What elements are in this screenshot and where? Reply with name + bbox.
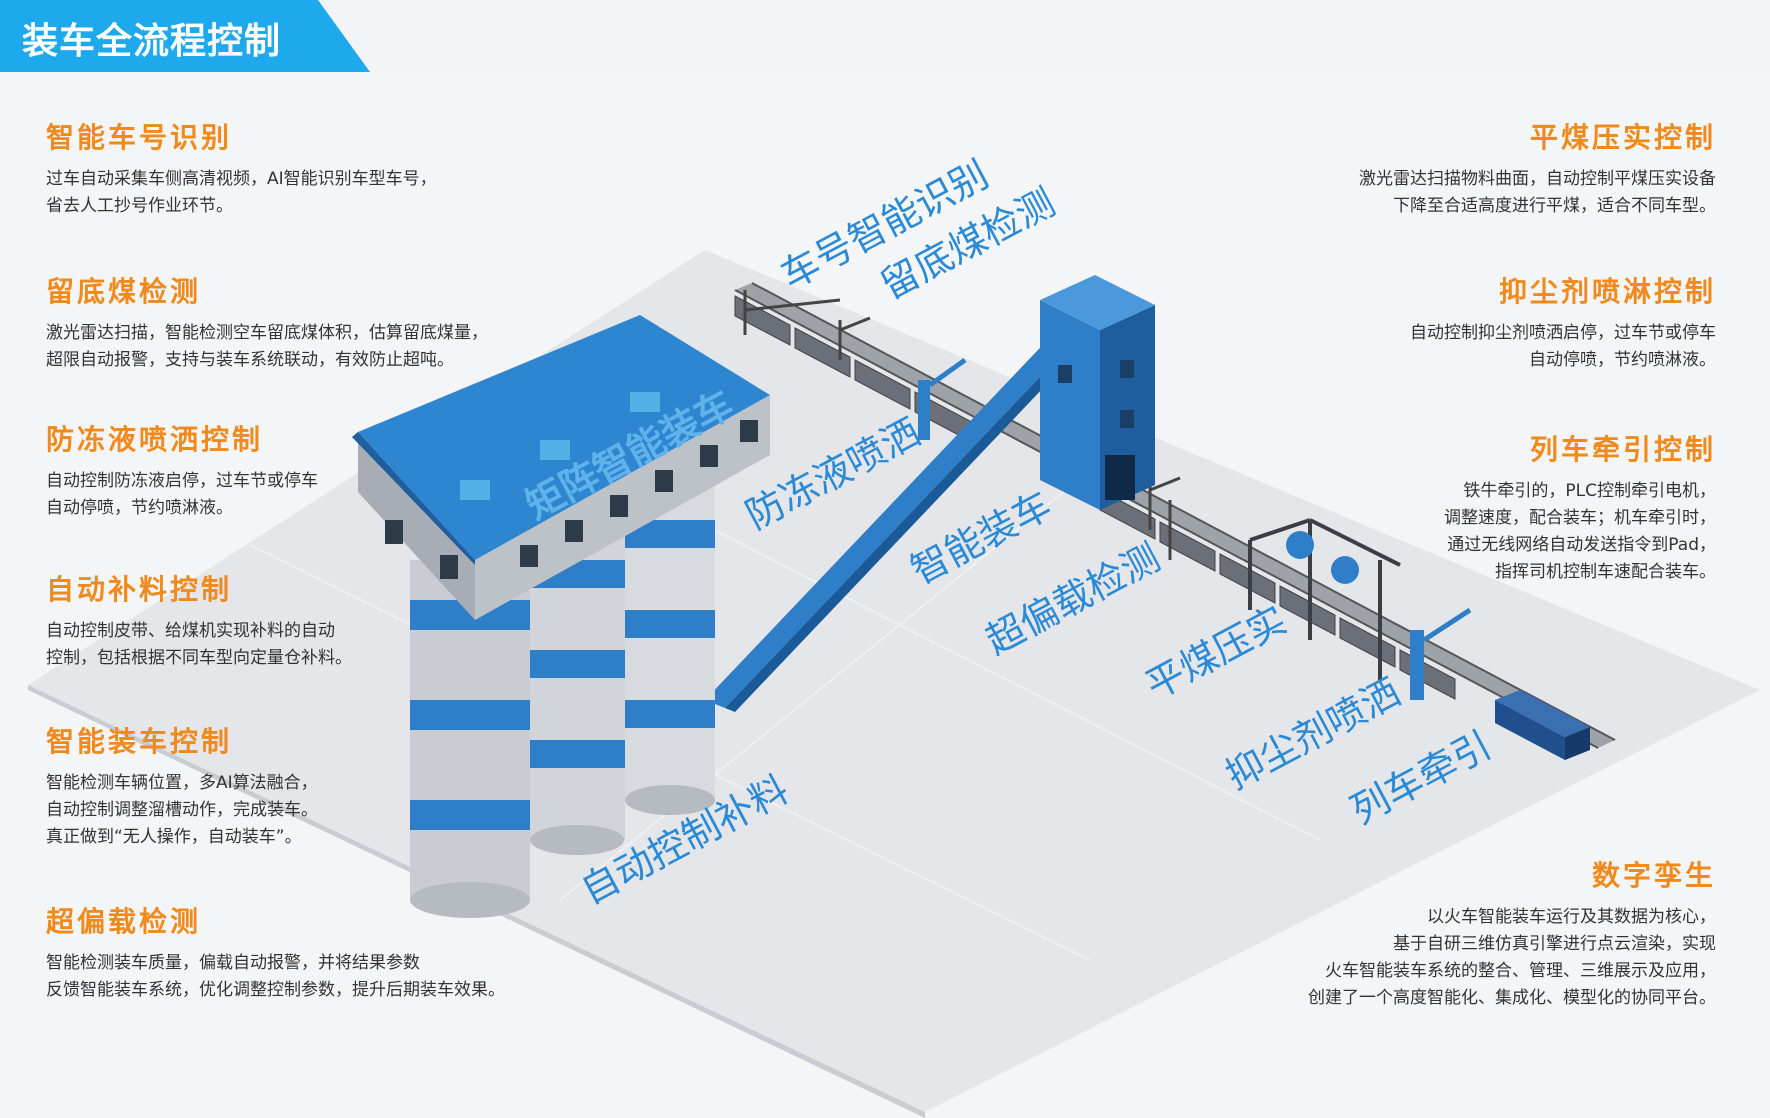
block-antifreeze: 防冻液喷洒控制 自动控制防冻液启停，过车节或停车 自动停喷，节约喷淋液。: [46, 418, 566, 522]
block-desc: 自动控制抑尘剂喷洒启停，过车节或停车 自动停喷，节约喷淋液。: [1410, 323, 1716, 370]
antifreeze-boom: [918, 357, 967, 440]
block-title: 智能车号识别: [46, 121, 233, 154]
block-desc: 以火车智能装车运行及其数据为核心， 基于自研三维仿真引擎进行点云渲染，实现 火车…: [1308, 907, 1716, 1008]
silo-building: [352, 315, 770, 620]
block-title: 防冻液喷洒控制: [46, 423, 264, 456]
block-title: 平煤压实控制: [1529, 121, 1716, 154]
block-overload: 超偏载检测 智能检测装车质量，偏载自动报警，并将结果参数 反馈智能装车系统，优化…: [46, 900, 606, 1004]
locomotive: [1495, 690, 1590, 760]
block-title: 超偏载检测: [46, 905, 202, 938]
block-leveling: 平煤压实控制 激光雷达扫描物料曲面，自动控制平煤压实设备 下降至合适高度进行平煤…: [1196, 116, 1716, 220]
block-desc: 智能检测车辆位置，多AI算法融合， 自动控制调整溜槽动作，完成装车。 真正做到“…: [46, 773, 318, 847]
block-desc: 智能检测装车质量，偏载自动报警，并将结果参数 反馈智能装车系统，优化调整控制参数…: [46, 953, 505, 1000]
loading-tower: [1040, 275, 1155, 510]
isometric-scene: 矩阵智能装车 车号智能识别 留底煤检测 防冻液喷洒 智能装车 超偏载检测 平煤压…: [28, 152, 1760, 1118]
block-residual-coal: 留底煤检测 激光雷达扫描，智能检测空车留底煤体积，估算留底煤量， 超限自动报警，…: [46, 270, 566, 374]
block-title: 列车牵引控制: [1529, 433, 1716, 466]
traction-motor-2: [1331, 556, 1359, 584]
block-digital-twin: 数字孪生 以火车智能装车运行及其数据为核心， 基于自研三维仿真引擎进行点云渲染，…: [1156, 854, 1716, 1012]
block-desc: 激光雷达扫描，智能检测空车留底煤体积，估算留底煤量， 超限自动报警，支持与装车系…: [46, 323, 488, 370]
block-title: 智能装车控制: [46, 725, 233, 758]
conveyor-belt: [705, 332, 1085, 712]
block-loading: 智能装车控制 智能检测车辆位置，多AI算法融合， 自动控制调整溜槽动作，完成装车…: [46, 720, 566, 851]
block-refill: 自动补料控制 自动控制皮带、给煤机实现补料的自动 控制，包括根据不同车型向定量仓…: [46, 568, 566, 672]
block-traction: 列车牵引控制 铁牛牵引的，PLC控制牵引电机， 调整速度，配合装车；机车牵引时，…: [1196, 428, 1716, 586]
block-title: 留底煤检测: [46, 275, 202, 308]
block-desc: 自动控制皮带、给煤机实现补料的自动 控制，包括根据不同车型向定量仓补料。: [46, 621, 352, 668]
block-desc: 激光雷达扫描物料曲面，自动控制平煤压实设备 下降至合适高度进行平煤，适合不同车型…: [1359, 169, 1716, 216]
block-title: 抑尘剂喷淋控制: [1498, 275, 1716, 308]
block-car-id: 智能车号识别 过车自动采集车侧高清视频，AI智能识别车型车号， 省去人工抄号作业…: [46, 116, 566, 220]
block-title: 自动补料控制: [46, 573, 233, 606]
page-title: 装车全流程控制: [22, 21, 282, 62]
diagram-canvas: 矩阵智能装车 车号智能识别 留底煤检测 防冻液喷洒 智能装车 超偏载检测 平煤压…: [0, 72, 1770, 1118]
block-title: 数字孪生: [1591, 859, 1716, 892]
block-desc: 过车自动采集车侧高清视频，AI智能识别车型车号， 省去人工抄号作业环节。: [46, 169, 437, 216]
header-tab: 装车全流程控制: [0, 0, 370, 72]
header-bar: 装车全流程控制: [0, 0, 1770, 72]
block-desc: 铁牛牵引的，PLC控制牵引电机， 调整速度，配合装车；机车牵引时， 通过无线网络…: [1444, 481, 1716, 582]
block-dust: 抑尘剂喷淋控制 自动控制抑尘剂喷洒启停，过车节或停车 自动停喷，节约喷淋液。: [1196, 270, 1716, 374]
dust-spray-boom: [1410, 607, 1472, 700]
sensor-poles: [743, 290, 1181, 560]
rail-track: [734, 282, 1616, 749]
block-desc: 自动控制防冻液启停，过车节或停车 自动停喷，节约喷淋液。: [46, 471, 318, 518]
traction-motor-1: [1286, 531, 1314, 559]
